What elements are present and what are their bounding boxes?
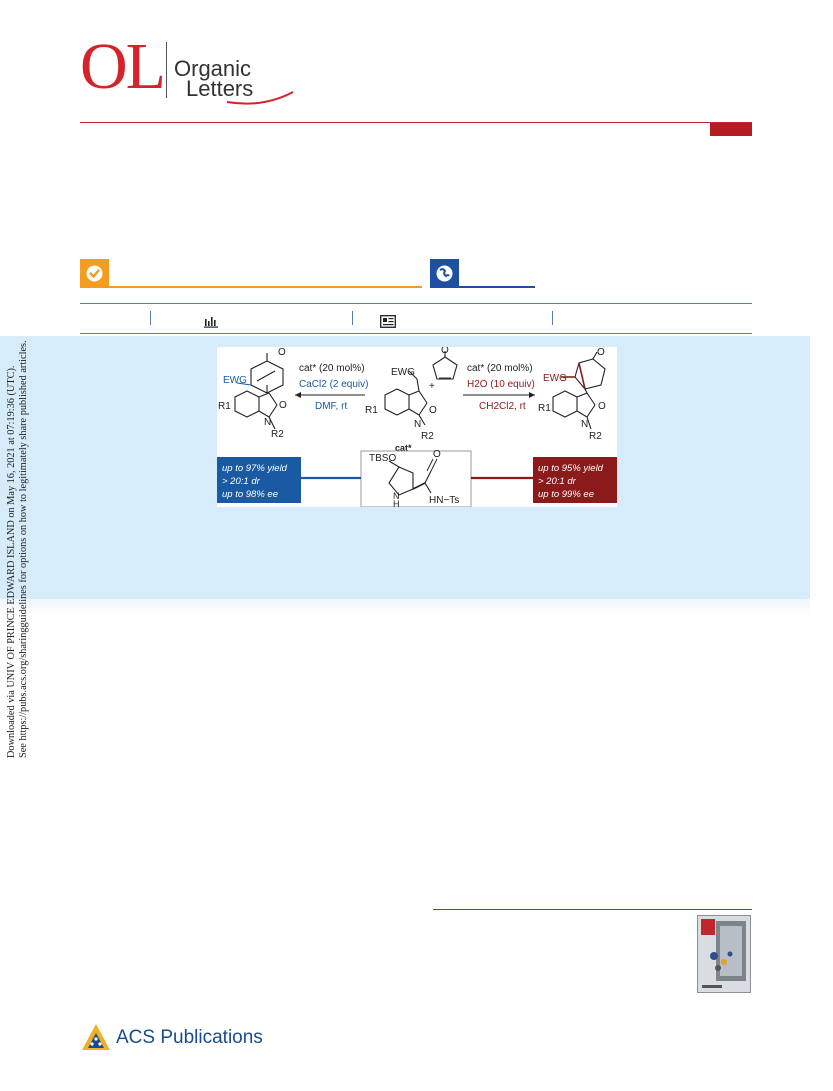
open-access-underline (109, 286, 422, 288)
left-conditions: DMF, rt (315, 401, 347, 412)
center-lactam-o: O (429, 405, 437, 416)
abstract-band-shadow (0, 599, 810, 617)
catalyst-tbso: TBSO (369, 453, 396, 464)
left-lactam-o: O (279, 400, 287, 411)
catalyst-carbonyl-o: O (433, 449, 441, 460)
journal-logo-word-organic: Organic (174, 56, 252, 81)
journal-logo-word-letters: Letters (186, 76, 254, 101)
right-result-dr: > 20:1 dr (538, 476, 577, 487)
download-notice: Downloaded via UNIV OF PRINCE EDWARD ISL… (6, 340, 29, 759)
catalyst-structure (388, 458, 438, 496)
free-access-badge[interactable] (430, 259, 459, 288)
left-result-ee: up to 98% ee (222, 489, 278, 500)
catalyst-h: H (393, 499, 400, 507)
bar-chart-icon[interactable] (204, 315, 218, 328)
left-r2: R2 (271, 429, 284, 440)
newspaper-icon[interactable] (380, 315, 396, 328)
download-notice-line1: Downloaded via UNIV OF PRINCE EDWARD ISL… (6, 366, 17, 759)
metrics-separator (352, 311, 353, 325)
left-additive: CaCl2 (2 equiv) (299, 379, 368, 390)
center-ewg-label: EWG (391, 367, 415, 378)
center-reactant-structure (384, 351, 458, 426)
right-result-yield: up to 95% yield (538, 463, 604, 474)
right-ewg-label: EWG (543, 373, 567, 384)
center-plus: + (429, 381, 435, 392)
download-notice-line2: See https://pubs.acs.org/sharingguidelin… (18, 340, 29, 758)
right-result-ee: up to 99% ee (538, 489, 594, 500)
catalyst-hn-ts: HN−Ts (429, 495, 459, 506)
left-n: N (264, 417, 271, 428)
catalyst-label: cat* (395, 443, 412, 453)
right-ketone-o: O (597, 347, 605, 358)
left-result-yield: up to 97% yield (222, 463, 288, 474)
letter-type-tag (710, 123, 752, 136)
cover-art (698, 916, 750, 992)
right-catalyst-loading: cat* (20 mol%) (467, 363, 533, 374)
journal-logo-abbrev: OL (80, 30, 166, 103)
header-rule (80, 122, 752, 123)
right-lactam-o: O (598, 401, 606, 412)
logo-divider (166, 42, 167, 98)
left-product-structure (234, 353, 284, 430)
left-result-dr: > 20:1 dr (222, 476, 261, 487)
left-ewg-label: EWG (223, 375, 247, 386)
center-r1: R1 (365, 405, 378, 416)
footnote-rule (433, 909, 752, 910)
metrics-separator (552, 311, 553, 325)
free-access-underline (459, 286, 535, 288)
center-n: N (414, 419, 421, 430)
publisher-name: ACS Publications (116, 1027, 263, 1048)
center-r2: R2 (421, 431, 434, 442)
left-r1: R1 (218, 401, 231, 412)
metrics-rule-bottom (80, 333, 752, 334)
center-enone-o: O (441, 347, 449, 356)
catalyst-n: N (393, 491, 400, 501)
right-conditions: CH2Cl2, rt (479, 401, 526, 412)
toc-graphic: O EWG O R1 N R2 cat* (20 mol%) CaCl2 (2 … (217, 345, 617, 509)
right-product-structure (552, 351, 606, 430)
left-catalyst-loading: cat* (20 mol%) (299, 363, 365, 374)
right-n: N (581, 419, 588, 430)
acs-logo-icon (82, 1024, 110, 1050)
right-results-box (533, 457, 617, 503)
journal-cover-thumbnail[interactable] (697, 915, 751, 993)
globe-icon (436, 265, 453, 282)
right-additive: H2O (10 equiv) (467, 379, 535, 390)
right-r2: R2 (589, 431, 602, 442)
metrics-separator (150, 311, 151, 325)
logo-swoosh-icon (226, 91, 294, 105)
right-r1: R1 (538, 403, 551, 414)
left-results-box (217, 457, 301, 503)
metrics-rule-top (80, 303, 752, 304)
left-ketone-o: O (278, 347, 286, 358)
open-access-badge[interactable] (80, 259, 109, 288)
check-circle-icon (86, 265, 103, 282)
